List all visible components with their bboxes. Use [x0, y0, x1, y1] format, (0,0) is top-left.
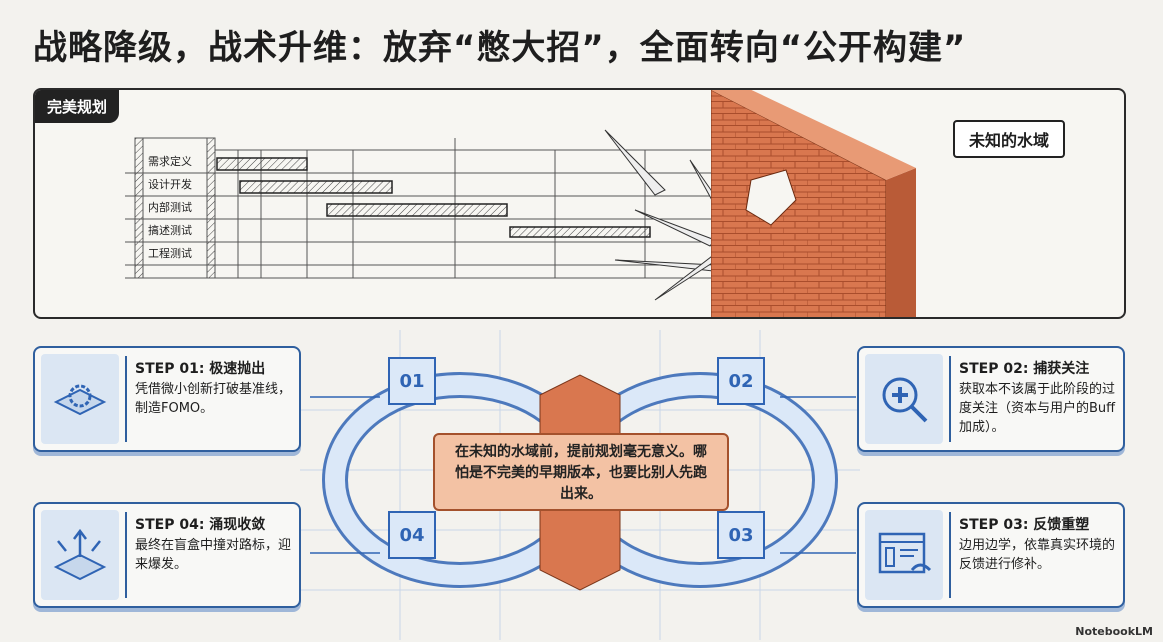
step-title: STEP 01: 极速抛出	[135, 361, 266, 377]
gantt-chart	[125, 137, 715, 279]
gear-cursor-icon	[41, 354, 119, 444]
step-text: 获取本不该属于此阶段的过度关注（资本与用户的Buff加成）。	[959, 382, 1116, 435]
step-title: STEP 04: 涌现收敛	[135, 517, 266, 533]
perfect-planning-panel: 完美规划 需求定义 设计开发 内部测试 搞述测试 工程测试	[33, 88, 1126, 319]
brick-wall	[711, 90, 916, 317]
step-badge-03: 03	[717, 511, 765, 559]
gantt-task: 内部测试	[148, 201, 192, 214]
step-text: 凭借微小创新打破基准线，制造FOMO。	[135, 382, 292, 416]
step-badge-01: 01	[388, 357, 436, 405]
unknown-waters-label: 未知的水域	[953, 120, 1066, 158]
step-card-04: STEP 04: 涌现收敛 最终在盲盒中撞对路标，迎来爆发。	[33, 502, 301, 608]
gantt-bar	[239, 180, 393, 194]
step-badge-02: 02	[717, 357, 765, 405]
step-title: STEP 02: 捕获关注	[959, 361, 1090, 377]
window-reply-icon	[865, 510, 943, 600]
gantt-task: 搞述测试	[148, 224, 192, 237]
step-badge-04: 04	[388, 511, 436, 559]
panel-tag: 完美规划	[35, 90, 120, 123]
step-card-01: STEP 01: 极速抛出 凭借微小创新打破基准线，制造FOMO。	[33, 346, 301, 452]
step-title: STEP 03: 反馈重塑	[959, 517, 1090, 533]
gantt-task: 设计开发	[148, 178, 192, 191]
step-text: 边用边学，依靠真实环境的反馈进行修补。	[959, 538, 1116, 572]
step-card-03: STEP 03: 反馈重塑 边用边学，依靠真实环境的反馈进行修补。	[857, 502, 1125, 608]
gantt-task: 需求定义	[148, 155, 192, 168]
step-text: 最终在盲盒中撞对路标，迎来爆发。	[135, 538, 292, 572]
gantt-task: 工程测试	[148, 247, 192, 260]
page-title: 战略降级，战术升维：放弃“憋大招”，全面转向“公开构建”	[33, 28, 967, 68]
gantt-bar	[509, 226, 651, 238]
burst-arrows-icon	[41, 510, 119, 600]
gantt-bar	[326, 203, 508, 217]
magnifier-plus-icon	[865, 354, 943, 444]
notebooklm-watermark: NotebookLM	[1075, 625, 1153, 638]
center-message: 在未知的水域前，提前规划毫无意义。哪怕是不完美的早期版本，也要比别人先跑出来。	[433, 433, 729, 511]
gantt-bar	[216, 157, 308, 171]
step-card-02: STEP 02: 捕获关注 获取本不该属于此阶段的过度关注（资本与用户的Buff…	[857, 346, 1125, 452]
